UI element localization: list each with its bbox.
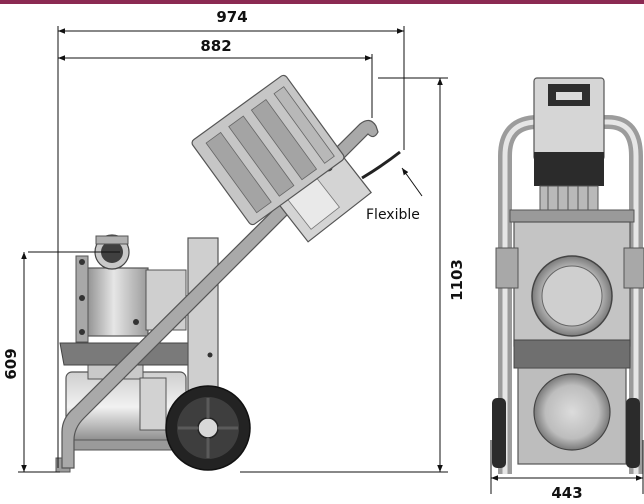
dim-label-1103: 1103 <box>448 259 466 301</box>
front-pump <box>495 221 644 369</box>
dim-label-443: 443 <box>551 484 582 502</box>
wheel <box>165 385 251 471</box>
front-motor <box>517 367 627 465</box>
header-accent-bar <box>0 0 644 4</box>
dim-label-974: 974 <box>216 8 247 26</box>
front-view <box>492 77 644 474</box>
handle-tube <box>61 119 379 469</box>
drive-unit <box>533 77 605 211</box>
drive-hood <box>191 74 345 226</box>
dim-label-609: 609 <box>2 348 20 379</box>
dim-label-882: 882 <box>200 37 231 55</box>
side-view <box>55 74 401 473</box>
flexible-leader <box>401 167 423 197</box>
dimension-lines <box>18 26 644 494</box>
callout-flexible: Flexible <box>366 207 420 223</box>
pump-housing <box>75 234 187 343</box>
